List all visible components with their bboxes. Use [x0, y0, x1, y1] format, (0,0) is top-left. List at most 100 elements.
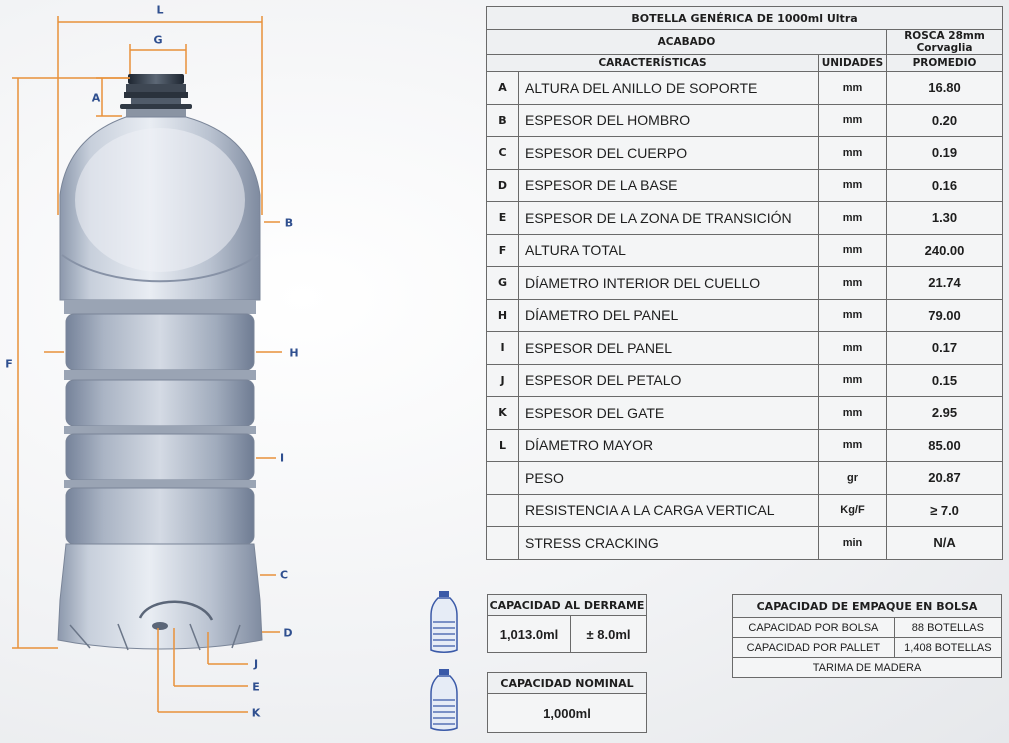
nominal-table: CAPACIDAD NOMINAL 1,000ml: [487, 672, 647, 733]
empaque-footer: TARIMA DE MADERA: [732, 657, 1002, 678]
dim-letter-d: D: [283, 626, 293, 640]
dim-letter-h: H: [289, 346, 299, 360]
dim-letter-l: L: [156, 3, 164, 17]
dim-letter-f: F: [5, 357, 13, 371]
col-unidades: UNIDADES: [818, 54, 887, 72]
spec-row-letter: B: [486, 103, 519, 137]
dim-letter-g: G: [153, 33, 163, 47]
spec-row-letter: K: [486, 396, 519, 430]
dim-letter-c: C: [279, 568, 289, 582]
spec-row-label: STRESS CRACKING: [518, 526, 819, 560]
dim-letter-a: A: [91, 91, 101, 105]
spec-row-letter: [486, 493, 519, 527]
spec-row-label: DÍAMETRO DEL PANEL: [518, 298, 819, 332]
spec-row-letter: C: [486, 136, 519, 170]
spec-row-value: 79.00: [885, 298, 1004, 332]
empaque-label: CAPACIDAD POR PALLET: [732, 637, 895, 658]
spec-row-unit: mm: [818, 428, 887, 462]
dim-letter-e: E: [252, 680, 260, 694]
spec-row-label: DÍAMETRO INTERIOR DEL CUELLO: [518, 266, 819, 300]
spec-row-label: ESPESOR DE LA BASE: [518, 168, 819, 202]
bottle-bands: [64, 300, 256, 545]
col-promedio: PROMEDIO: [885, 54, 1004, 72]
spec-row-unit: mm: [818, 233, 887, 267]
spec-row-unit: mm: [818, 298, 887, 332]
spec-row-label: PESO: [518, 461, 819, 495]
spec-row-unit: mm: [818, 201, 887, 235]
spec-row-unit: gr: [818, 461, 887, 495]
spec-row-letter: A: [486, 71, 519, 105]
spec-row-unit: mm: [818, 266, 887, 300]
derrame-title: CAPACIDAD AL DERRAME: [487, 594, 647, 616]
spec-row-unit: mm: [818, 71, 887, 105]
derrame-value: 1,013.0ml: [487, 615, 571, 653]
bottle-icon: [430, 591, 458, 653]
spec-row-letter: G: [486, 266, 519, 300]
spec-row-value: 0.16: [885, 168, 1004, 202]
col-caracteristicas: CARACTERÍSTICAS: [486, 54, 819, 72]
spec-row-value: 0.15: [885, 363, 1004, 397]
acabado-label: ACABADO: [486, 29, 887, 55]
spec-row-label: RESISTENCIA A LA CARGA VERTICAL: [518, 493, 819, 527]
spec-title: BOTELLA GENÉRICA DE 1000ml Ultra: [485, 6, 1004, 30]
empaque-value: 88 BOTELLAS: [893, 617, 1003, 638]
spec-row-label: ESPESOR DEL CUERPO: [518, 136, 819, 170]
spec-row-letter: E: [486, 201, 519, 235]
dim-letter-b: B: [284, 216, 294, 230]
spec-row-unit: min: [818, 526, 887, 560]
acabado-value: ROSCA 28mm Corvaglia: [885, 29, 1004, 55]
empaque-table: CAPACIDAD DE EMPAQUE EN BOLSA CAPACIDAD …: [732, 594, 1003, 678]
nominal-value: 1,000ml: [487, 693, 647, 733]
spec-row-label: ESPESOR DE LA ZONA DE TRANSICIÓN: [518, 201, 819, 235]
spec-row-label: ESPESOR DEL PANEL: [518, 331, 819, 365]
dim-letter-j: J: [253, 657, 259, 671]
spec-row-unit: mm: [818, 363, 887, 397]
spec-row-value: 1.30: [885, 201, 1004, 235]
spec-row-label: ESPESOR DEL GATE: [518, 396, 819, 430]
spec-row-letter: H: [486, 298, 519, 332]
bottle-icon: [430, 669, 458, 731]
bottle-base: [57, 543, 263, 650]
spec-row-value: ≥ 7.0: [885, 493, 1004, 527]
derrame-tolerance: ± 8.0ml: [570, 615, 647, 653]
spec-row-unit: mm: [818, 136, 887, 170]
spec-row-letter: F: [486, 233, 519, 267]
spec-row-unit: mm: [818, 168, 887, 202]
dimension-lines: [12, 16, 282, 713]
spec-row-value: 21.74: [885, 266, 1004, 300]
spec-row-unit: mm: [818, 396, 887, 430]
spec-row-unit: mm: [818, 103, 887, 137]
spec-row-value: 16.80: [885, 71, 1004, 105]
spec-row-letter: J: [486, 363, 519, 397]
spec-row-value: 0.19: [885, 136, 1004, 170]
spec-row-label: ESPESOR DEL HOMBRO: [518, 103, 819, 137]
empaque-value: 1,408 BOTELLAS: [893, 637, 1003, 658]
spec-row-letter: [486, 461, 519, 495]
empaque-title: CAPACIDAD DE EMPAQUE EN BOLSA: [732, 594, 1002, 618]
dim-letter-i: I: [279, 451, 285, 465]
spec-row-value: 2.95: [885, 396, 1004, 430]
spec-row-value: 0.20: [885, 103, 1004, 137]
spec-row-value: 85.00: [885, 428, 1004, 462]
spec-row-unit: mm: [818, 331, 887, 365]
empaque-label: CAPACIDAD POR BOLSA: [732, 617, 895, 638]
bottle-neck: [120, 74, 192, 117]
spec-row-label: ALTURA TOTAL: [518, 233, 819, 267]
bottle-drawing: [12, 16, 282, 713]
